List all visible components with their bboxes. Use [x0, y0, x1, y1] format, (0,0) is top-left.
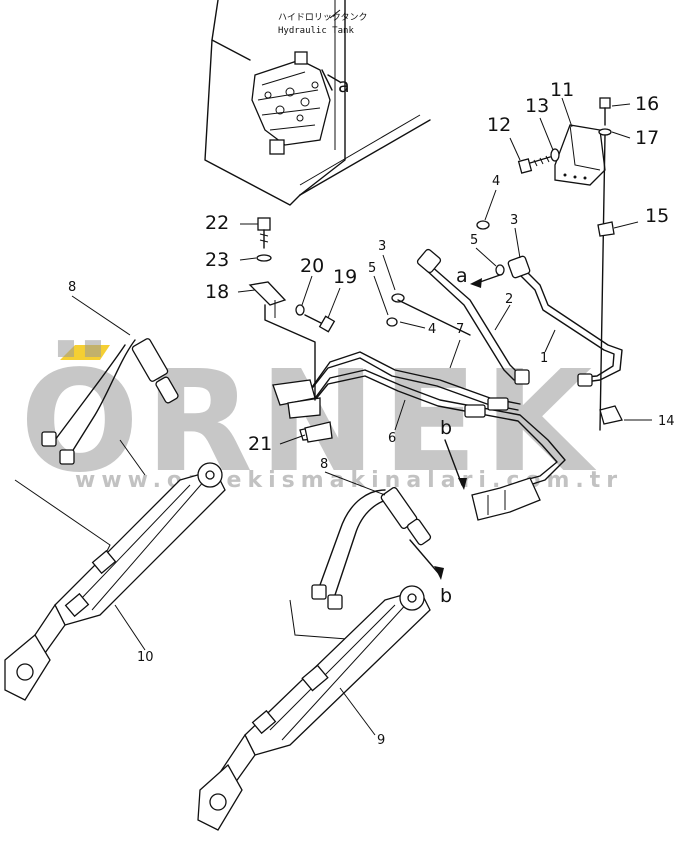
callout-18: 18 — [205, 281, 229, 303]
callout-5-right: 5 — [470, 233, 478, 248]
callout-a-mid: a — [456, 265, 468, 287]
callout-5-left: 5 — [368, 261, 376, 276]
watermark-accent-shape — [60, 345, 110, 360]
tank-label-jp: ハイドロリックタンク — [278, 12, 367, 23]
callout-17: 17 — [635, 127, 659, 149]
hydraulic-cylinder-9: 9 — [197, 585, 431, 831]
watermark-brand: ÖRNEK — [20, 339, 598, 504]
callout-22: 22 — [205, 212, 229, 234]
callout-9: 9 — [377, 733, 385, 748]
hydraulic-cylinder-10: 10 — [4, 462, 226, 701]
callout-13: 13 — [525, 95, 549, 117]
callout-1: 1 — [540, 351, 548, 366]
callout-16: 16 — [635, 93, 659, 115]
callout-4-left: 4 — [428, 322, 436, 337]
callout-8-left: 8 — [68, 280, 76, 295]
fittings-group: 3 3 4 4 5 5 a — [368, 174, 521, 337]
callout-14: 14 — [658, 414, 675, 429]
watermark: ÖRNEK www.ornekismakinalari.com.tr — [20, 339, 623, 504]
callout-3-right: 3 — [510, 213, 518, 228]
callout-b-top: b — [440, 417, 452, 439]
callout-21: 21 — [248, 433, 272, 455]
hose-left: 8 — [14, 280, 179, 556]
bracket-assembly-left: 18 19 20 21 22 23 — [205, 212, 357, 455]
callout-10: 10 — [137, 650, 154, 665]
callout-12: 12 — [487, 114, 511, 136]
bracket-assembly-right: 11 12 13 15 16 17 14 — [487, 79, 675, 431]
callout-b-bottom: b — [440, 585, 452, 607]
hydraulic-tank: ハイドロリックタンク Hydraulic Tank a — [204, 0, 431, 206]
callout-19: 19 — [333, 266, 357, 288]
hose-middle: 8 — [289, 457, 432, 641]
callout-4-right: 4 — [492, 174, 500, 189]
callout-15: 15 — [645, 205, 669, 227]
valve-connection-right: b b — [409, 417, 541, 607]
callout-a-top: a — [338, 75, 350, 97]
callout-6: 6 — [388, 431, 396, 446]
callout-2: 2 — [505, 292, 513, 307]
callout-23: 23 — [205, 249, 229, 271]
callout-20: 20 — [300, 255, 324, 277]
tank-label-en: Hydraulic Tank — [278, 26, 354, 36]
callout-8-middle: 8 — [320, 457, 328, 472]
watermark-url: www.ornekismakinalari.com.tr — [75, 468, 623, 493]
callout-3-left: 3 — [378, 239, 386, 254]
callout-11: 11 — [550, 79, 574, 101]
